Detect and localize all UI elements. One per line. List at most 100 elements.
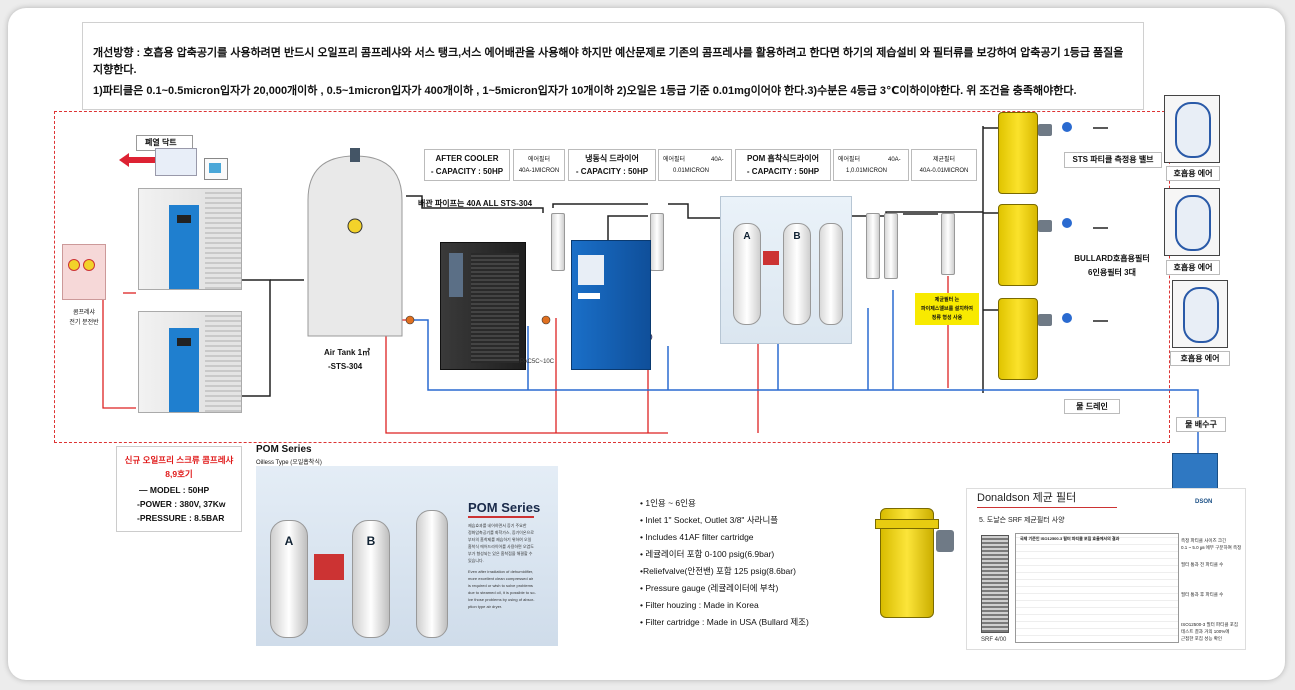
drain-outlet-label-box: 물 배수구 bbox=[1176, 417, 1226, 432]
valve-dot bbox=[541, 315, 551, 325]
improvement-note-box: 개선방향 : 호흡용 압축공기를 사용하려면 반드시 오일프리 콤프레샤와 서스… bbox=[82, 22, 1144, 110]
system-boundary bbox=[54, 111, 1170, 443]
air-filter-2-label-c: 0.01MICRON bbox=[673, 168, 710, 174]
after-cooler-label-2: - CAPACITY : 50HP bbox=[430, 167, 504, 176]
bullard-spec-item: • Filter houzing : Made in Korea bbox=[640, 600, 759, 610]
bullard-spec-item: • Inlet 1" Socket, Outlet 3/8" 사라니플 bbox=[640, 515, 779, 525]
callout-particle-size: 측정 파티클 사이즈 크긴 bbox=[1181, 538, 1227, 543]
sterile-filter-label-box: 제균필터 40A-0.01MICRON bbox=[911, 149, 977, 181]
indicator-lamp-icon bbox=[83, 259, 95, 271]
air-filter-2-label-b: 40A- bbox=[711, 157, 724, 163]
air-filter-2-label-box: 에어필터 40A- 0.01MICRON bbox=[658, 149, 732, 181]
compressor-spec-title: 신규 오일프리 스크류 콤프레샤 bbox=[124, 455, 234, 465]
note-line-3: 1)파티클은 0.1~0.5micron입자가 20,000개이하 , 0.5~… bbox=[93, 85, 1077, 97]
exhaust-arrow-icon bbox=[119, 153, 129, 167]
compressor-spec-power: -POWER : 380V, 37Kw bbox=[137, 499, 226, 509]
valve-dot bbox=[405, 315, 415, 325]
sterile-filter bbox=[941, 213, 955, 275]
air-tank-label-1: Air Tank 1㎥ bbox=[324, 348, 371, 357]
indicator-lamp-icon bbox=[68, 259, 80, 271]
note-line-1: 개선방향 : 호흡용 압축공기를 사용하려면 반드시 오일프리 콤프레샤와 서스… bbox=[93, 47, 1124, 59]
note-line-2: 지향한다. bbox=[93, 64, 137, 76]
breathing-air-label: 호흡용 에어 bbox=[1173, 263, 1213, 272]
valve-icon bbox=[1062, 313, 1072, 323]
bullard-spec-item: • Pressure gauge (레귤레이터에 부착) bbox=[640, 583, 779, 593]
pom-dryer-unit: A B bbox=[720, 196, 852, 344]
compressor-spec-pressure: -PRESSURE : 8.5BAR bbox=[137, 513, 225, 523]
drain-outlet-label: 물 배수구 bbox=[1185, 420, 1217, 429]
pom-brochure-text: 부터의 흡착제를 제습하기 위하여 오일 bbox=[468, 537, 532, 542]
compressor-unit-1 bbox=[138, 188, 242, 290]
sts-valve-label: STS 파티클 측정용 밸브 bbox=[1072, 155, 1154, 164]
pom-series-subtitle: Oilless Type (오일흡착식) bbox=[256, 460, 322, 466]
pom-brochure-text: ption type air dryer. bbox=[468, 604, 503, 609]
callout-iso-result-2: 테스트 결과 거의 100%에 bbox=[1181, 629, 1230, 634]
regulator-icon bbox=[1038, 314, 1052, 326]
pom-series-brochure: A B POM Series 제습효과를 네어하면서 증기 주요한 정화압축공기… bbox=[256, 466, 558, 646]
bullard-label-1: BULLARD호흡용필터 bbox=[1074, 254, 1150, 263]
air-filter-1-label-box: 에어필터 40A-1MICRON bbox=[513, 149, 565, 181]
refrigerated-dryer-label-2: - CAPACITY : 50HP bbox=[575, 167, 649, 176]
regulator-icon bbox=[936, 530, 954, 552]
drain-label: 물 드레인 bbox=[1076, 402, 1108, 411]
electric-panel bbox=[62, 244, 106, 300]
breathing-air-label-box-1: 호흡용 에어 bbox=[1166, 166, 1220, 181]
donaldson-panel: Donaldson 제균 필터 5. 도날슨 SRF 제균필터 사양 DSON … bbox=[966, 488, 1246, 650]
bullard-spec-item: • 레귤레이터 포함 0-100 psig(6.9bar) bbox=[640, 549, 775, 559]
pom-brochure-text: 제습효과를 네어하면서 증기 주요한 bbox=[468, 523, 527, 528]
yellow-note-line-1: 제균필터 는 bbox=[934, 297, 960, 303]
breathing-air-label: 호흡용 에어 bbox=[1173, 169, 1213, 178]
air-filter-3b bbox=[884, 213, 898, 279]
cartridge-tag: SRF 4/00 bbox=[981, 637, 1007, 643]
callout-iso-result-3: 근접한 포집 성능 확인 bbox=[1181, 636, 1223, 641]
compressor-unit-2 bbox=[138, 311, 242, 413]
bullard-filter-2 bbox=[998, 204, 1038, 286]
bullard-spec-item: • Includes 41AF filter cartridge bbox=[640, 532, 754, 542]
pom-brochure-text: Even after irradiation of dehumidifier, bbox=[468, 569, 534, 574]
compressor-spec-subtitle: 8,9호기 bbox=[165, 469, 193, 479]
pom-brochure-text: 정화압축공기를 화학가스, 증기이온으로 bbox=[468, 530, 534, 535]
valve-icon bbox=[1062, 122, 1072, 132]
drain-line bbox=[413, 290, 1199, 453]
refrigerated-dryer-label-box: 냉동식 드라이어 - CAPACITY : 50HP bbox=[568, 149, 656, 181]
air-tank bbox=[307, 148, 403, 337]
duct-fan-box bbox=[204, 158, 228, 180]
air-filter-3-label-b: 40A- bbox=[888, 157, 901, 163]
compressor-spec-model: — MODEL : 50HP bbox=[139, 485, 210, 495]
pom-brochure-text: 부가 형성되는 있은 흡착점을 해결할 수 bbox=[468, 551, 533, 556]
refrigerated-dryer-unit bbox=[571, 240, 651, 370]
breathing-air-label: 호흡용 에어 bbox=[1180, 354, 1220, 363]
bullard-spec-item: • 1인용 ~ 6인용 bbox=[640, 498, 696, 508]
after-cooler-unit bbox=[440, 242, 526, 370]
panel-label-2: 전기 분전반 bbox=[69, 320, 99, 326]
air-filter-3a bbox=[866, 213, 880, 279]
panel-label-1: 콤프레샤 bbox=[72, 310, 96, 316]
pom-brochure-text: lve those problems by using of absor- bbox=[468, 597, 535, 602]
iso-test-sheet: 국제 기준인 ISO12500-3 필터 파티클 포집 효율에서의 결과 bbox=[1015, 533, 1179, 643]
donaldson-subtitle: 5. 도날슨 SRF 제균필터 사양 bbox=[979, 517, 1065, 524]
pom-dryer-label-1: POM 흡착식드라이어 bbox=[747, 154, 819, 163]
pom-series-title: POM Series bbox=[256, 444, 312, 455]
bullard-filter-3 bbox=[998, 298, 1038, 380]
yellow-note-line-3: 정류 형성 사용 bbox=[931, 315, 963, 321]
breathing-air-label-box-2: 호흡용 에어 bbox=[1166, 260, 1220, 275]
breathing-mask-1 bbox=[1164, 95, 1220, 163]
sterile-filter-note: 제균필터 는 파이제스앨브를 설치하여 정류 형성 사용 bbox=[915, 293, 979, 325]
exhaust-arrow-shaft bbox=[129, 157, 155, 163]
iso-sheet-header: 국제 기준인 ISO12500-3 필터 파티클 포집 효율에서의 결과 bbox=[1020, 536, 1120, 541]
refrigerated-dryer-label-1: 냉동식 드라이어 bbox=[585, 154, 639, 163]
callout-iso-result-1: ISO12500-3 필터 파티클 포집 bbox=[1181, 622, 1238, 627]
after-cooler-label-1: AFTER COOLER bbox=[435, 154, 499, 163]
duct-body bbox=[155, 148, 197, 176]
donaldson-title: Donaldson 제균 필터 bbox=[977, 492, 1077, 504]
air-filter-1-label-a: 에어필터 bbox=[527, 157, 551, 163]
callout-before-filter: 필터 통과 전 파티클 수 bbox=[1181, 562, 1224, 567]
bullard-spec-item: •Reliefvalve(안전밴) 포함 125 psig(8.6bar) bbox=[640, 566, 796, 576]
pom-brochure-underline bbox=[468, 516, 534, 518]
air-filter-2 bbox=[650, 213, 664, 271]
yellow-note-line-2: 파이제스앨브를 설치하여 bbox=[921, 306, 973, 312]
regulator-icon bbox=[1038, 220, 1052, 232]
pom-brochure-text: is required or wish to solve problems bbox=[468, 583, 533, 588]
breathing-mask-2 bbox=[1164, 188, 1220, 256]
pipe-label: 배관 파이프는 40A ALL STS-304 bbox=[418, 199, 533, 208]
